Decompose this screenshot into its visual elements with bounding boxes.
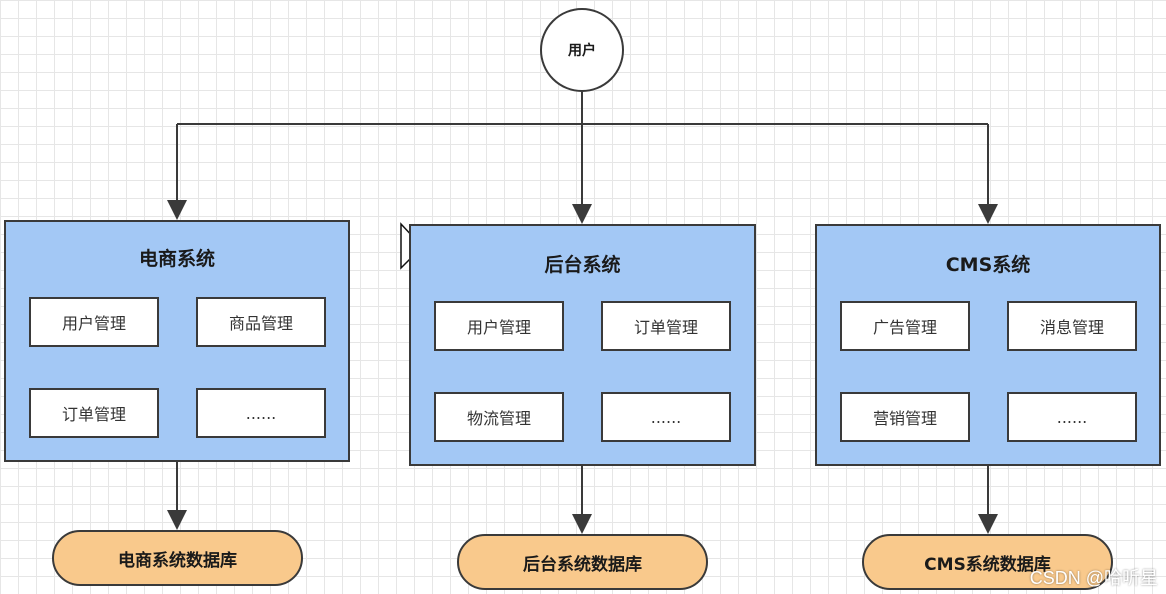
system-title: 后台系统	[544, 254, 621, 276]
system-title: 电商系统	[138, 248, 215, 270]
module-box: 广告管理	[840, 301, 970, 351]
module-box: 用户管理	[29, 297, 159, 347]
database-node: 后台系统数据库	[457, 534, 708, 590]
database-node: 电商系统数据库	[52, 530, 303, 586]
database-label: 后台系统数据库	[523, 554, 642, 575]
module-box: 商品管理	[196, 297, 326, 347]
module-box: 订单管理	[29, 388, 159, 438]
module-box: ......	[196, 388, 326, 438]
module-box: ......	[1007, 392, 1137, 442]
database-label: CMS系统数据库	[924, 554, 1051, 575]
database-label: 电商系统数据库	[118, 550, 237, 571]
module-box: 营销管理	[840, 392, 970, 442]
system-title: CMS系统	[945, 254, 1031, 276]
module-box: 消息管理	[1007, 301, 1137, 351]
watermark: CSDN @哈听星	[1029, 568, 1158, 588]
module-box: ......	[601, 392, 731, 442]
user-label: 用户	[568, 43, 596, 59]
module-box: 用户管理	[434, 301, 564, 351]
database-node: CMS系统数据库	[862, 534, 1113, 590]
system-box-backend: 后台系统 用户管理 订单管理 物流管理 ......	[409, 224, 756, 466]
module-box: 订单管理	[601, 301, 731, 351]
module-box: 物流管理	[434, 392, 564, 442]
user-node: 用户	[540, 8, 624, 92]
system-box-ecommerce: 电商系统 用户管理 商品管理 订单管理 ......	[4, 220, 350, 462]
system-box-cms: CMS系统 广告管理 消息管理 营销管理 ......	[815, 224, 1161, 466]
